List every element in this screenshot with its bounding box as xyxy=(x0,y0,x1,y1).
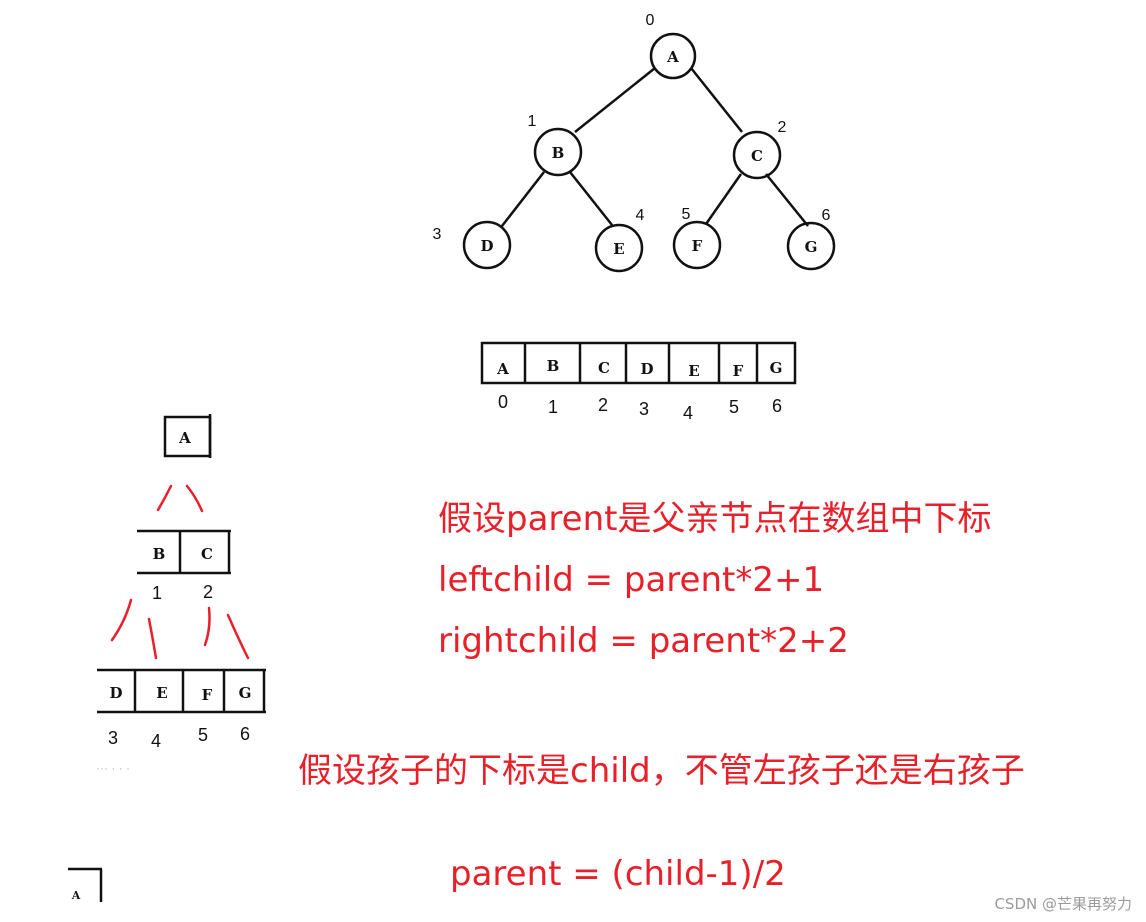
array-index: 4 xyxy=(683,403,693,423)
array-index: 1 xyxy=(548,397,558,417)
branch-stroke xyxy=(156,484,173,512)
level-cell: A xyxy=(71,889,81,902)
edge-c-g xyxy=(765,173,809,227)
tree-node-circle xyxy=(649,32,697,80)
tree-node-index: 4 xyxy=(636,207,645,224)
binary-tree xyxy=(462,32,836,273)
branch-stroke xyxy=(203,606,211,647)
array-cell: F xyxy=(733,362,744,380)
level-index: 1 xyxy=(152,583,162,603)
array-cell: B xyxy=(547,357,560,375)
level-boxes xyxy=(68,414,266,902)
level-cell: F xyxy=(202,686,213,704)
array-index: 5 xyxy=(729,397,739,417)
tree-node-circle xyxy=(786,221,836,271)
tree-node-index: 3 xyxy=(433,226,442,243)
array-index: 6 xyxy=(772,396,782,416)
tree-node-label: D xyxy=(480,237,493,255)
array-cell: E xyxy=(688,362,699,380)
level-index: 5 xyxy=(198,725,208,745)
array-cell: D xyxy=(640,360,653,378)
level-index: 4 xyxy=(151,731,161,751)
edge-b-d xyxy=(501,171,545,227)
red-branch-strokes xyxy=(110,484,250,660)
tree-node-index: 5 xyxy=(682,206,691,223)
tree-node-label: B xyxy=(552,144,565,162)
note-child-definition: 假设孩子的下标是child，不管左孩子还是右孩子 xyxy=(298,751,1025,791)
level-cell: G xyxy=(239,684,252,702)
array-cell: C xyxy=(598,359,610,377)
note-leftchild-formula: leftchild = parent*2+1 xyxy=(438,560,825,600)
tree-node-label: F xyxy=(692,237,703,255)
level-index: 6 xyxy=(240,724,250,744)
tree-node-circle xyxy=(672,220,722,270)
array-box xyxy=(480,341,797,385)
array-index: 3 xyxy=(639,399,649,419)
tree-node-label: A xyxy=(666,48,679,66)
array-cell: A xyxy=(496,360,509,378)
edge-a-b xyxy=(574,67,656,133)
branch-stroke xyxy=(147,617,158,660)
tree-node-circle xyxy=(462,220,512,270)
branch-stroke xyxy=(226,613,250,660)
branch-stroke xyxy=(185,484,204,513)
edge-b-e xyxy=(569,171,613,226)
tree-node-index: 1 xyxy=(528,113,537,130)
watermark: CSDN @芒果再努力 xyxy=(994,895,1132,913)
level-index: 3 xyxy=(108,728,118,748)
tree-node-index: 6 xyxy=(822,207,831,224)
tree-node-circle xyxy=(533,127,583,177)
tree-node-index: 2 xyxy=(778,119,787,136)
level-index: 2 xyxy=(203,582,213,602)
level-cell: B xyxy=(153,545,166,563)
tree-node-index: 0 xyxy=(646,12,655,29)
edge-c-f xyxy=(704,173,743,225)
level-cell: C xyxy=(201,545,213,563)
note-rightchild-formula: rightchild = parent*2+2 xyxy=(438,621,849,661)
tree-node-circle xyxy=(732,130,782,180)
level-cell: D xyxy=(109,684,122,702)
note-parent-formula: parent = (child-1)/2 xyxy=(450,854,786,894)
continuation-dots: ··· · · · xyxy=(96,761,130,775)
level-cell: E xyxy=(156,684,167,702)
tree-node-label: E xyxy=(613,240,624,258)
note-parent-definition: 假设parent是父亲节点在数组中下标 xyxy=(438,499,992,539)
tree-node-label: G xyxy=(805,238,818,256)
level-cell: A xyxy=(178,429,191,447)
edge-a-c xyxy=(690,67,743,133)
tree-node-label: C xyxy=(751,147,763,165)
array-index: 2 xyxy=(598,395,608,415)
tree-node-circle xyxy=(594,223,644,273)
array-cell: G xyxy=(770,359,783,377)
array-index: 0 xyxy=(498,392,508,412)
branch-stroke xyxy=(110,598,133,642)
heap-array xyxy=(480,341,797,385)
